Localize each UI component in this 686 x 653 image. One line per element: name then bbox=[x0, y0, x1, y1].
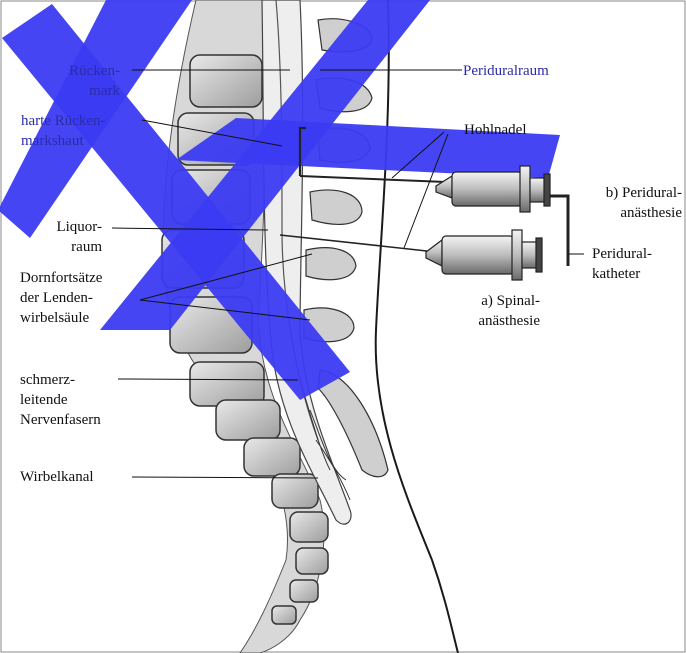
coccyx-3 bbox=[290, 580, 318, 602]
coccyx-4 bbox=[272, 606, 296, 624]
syringe-spinal-cap bbox=[536, 238, 542, 272]
spinous-process-4 bbox=[310, 190, 362, 224]
syringe-spinal bbox=[426, 230, 542, 280]
label-periduralraum: Periduralraum bbox=[463, 61, 593, 81]
syringe-peridural-flange bbox=[520, 166, 530, 212]
syringe-spinal-barrel bbox=[442, 236, 514, 274]
label-hohlnadel: Hohlnadel bbox=[464, 120, 564, 140]
label-wirbelkanal: Wirbelkanal bbox=[20, 467, 140, 487]
label-spinalanaesthesie: a) Spinal- anästhesie bbox=[430, 291, 540, 331]
sacrum-4 bbox=[272, 474, 318, 508]
syringe-peridural-barrel bbox=[452, 172, 522, 206]
label-periduralanaesthesie: b) Peridural- anästhesie bbox=[560, 183, 682, 223]
sacrum-2 bbox=[216, 400, 280, 440]
label-liquorraum: Liquor- raum bbox=[20, 217, 102, 257]
peridural-needle bbox=[300, 176, 446, 182]
coccyx-1 bbox=[290, 512, 328, 542]
vertebra-1 bbox=[190, 55, 262, 107]
label-schmerzleitende-nervenfasern: schmerz- leitende Nervenfasern bbox=[20, 370, 160, 430]
spinous-process-5 bbox=[306, 248, 356, 280]
label-rueckenmark: Rücken- mark bbox=[40, 61, 120, 101]
label-dornfortsaetze: Dornfortsätze der Lenden- wirbelsäule bbox=[20, 268, 170, 328]
label-harte-rueckenmarkshaut: harte Rücken- markshaut bbox=[21, 111, 161, 151]
spinal-needle bbox=[280, 235, 436, 252]
sacrum-3 bbox=[244, 438, 300, 476]
syringe-spinal-hub bbox=[426, 240, 442, 266]
coccyx-2 bbox=[296, 548, 328, 574]
syringe-peridural-cap bbox=[544, 174, 550, 206]
syringe-peridural-hub bbox=[436, 176, 452, 198]
syringe-spinal-flange bbox=[512, 230, 522, 280]
label-periduralkatheter: Peridural- katheter bbox=[592, 244, 684, 284]
